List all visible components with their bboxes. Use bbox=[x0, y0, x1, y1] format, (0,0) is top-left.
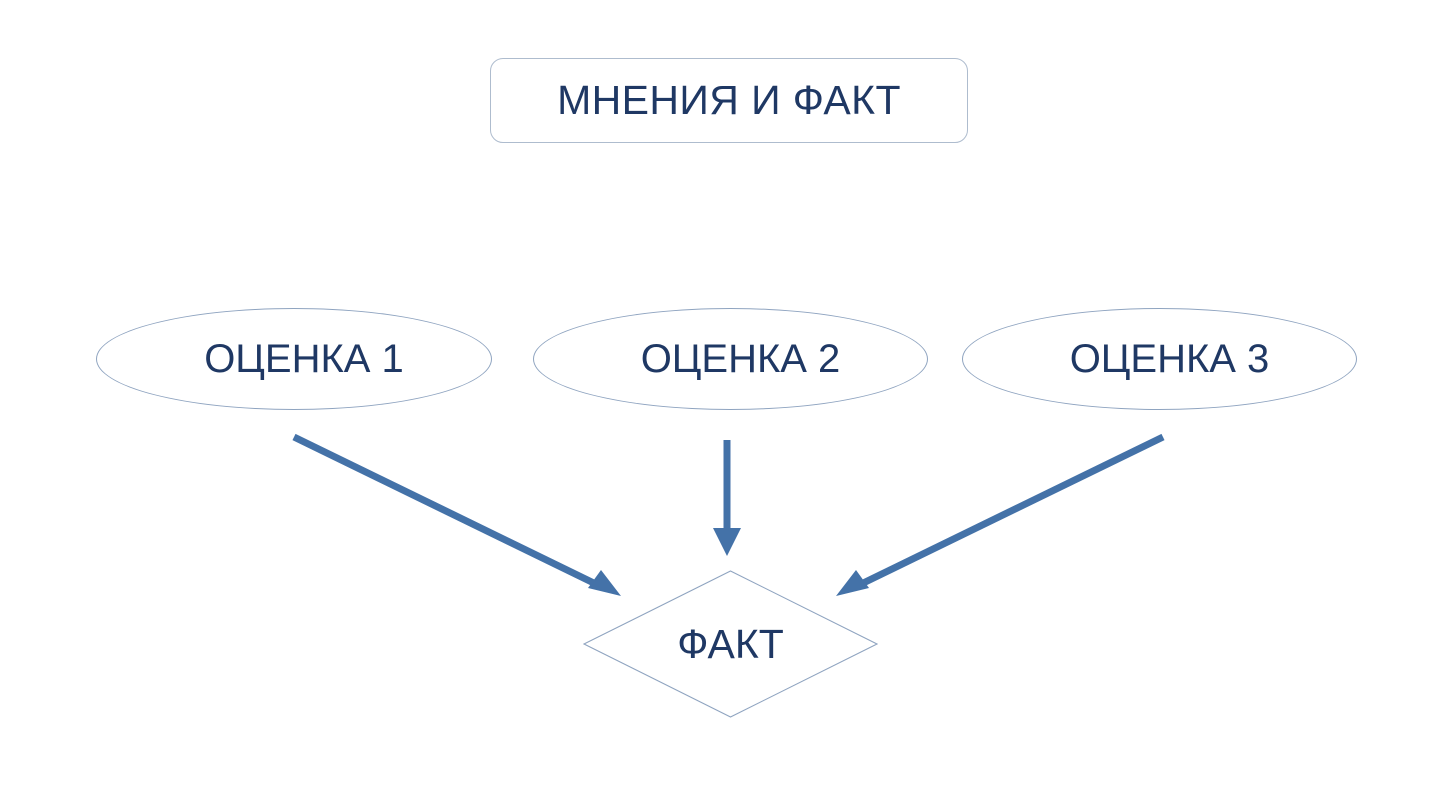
node-opinion-1[interactable]: ОЦЕНКА 1 bbox=[96, 308, 492, 410]
node-opinion-2[interactable]: ОЦЕНКА 2 bbox=[533, 308, 928, 410]
node-opinion-3-label: ОЦЕНКА 3 bbox=[1069, 337, 1270, 381]
node-opinion-2-label: ОЦЕНКА 2 bbox=[640, 337, 841, 381]
arrow-opinion2-to-fact[interactable] bbox=[713, 440, 741, 556]
title-box[interactable]: МНЕНИЯ И ФАКТ bbox=[490, 58, 968, 143]
title-label: МНЕНИЯ И ФАКТ bbox=[557, 77, 901, 123]
node-fact-label: ФАКТ bbox=[677, 620, 784, 667]
diamond-shape bbox=[583, 570, 878, 718]
node-opinion-1-label: ОЦЕНКА 1 bbox=[204, 337, 404, 381]
arrow-opinion1-to-fact[interactable] bbox=[292, 433, 621, 596]
node-opinion-3[interactable]: ОЦЕНКА 3 bbox=[962, 308, 1357, 410]
node-fact[interactable]: ФАКТ bbox=[583, 570, 878, 718]
arrow-opinion3-to-fact[interactable] bbox=[836, 433, 1165, 596]
